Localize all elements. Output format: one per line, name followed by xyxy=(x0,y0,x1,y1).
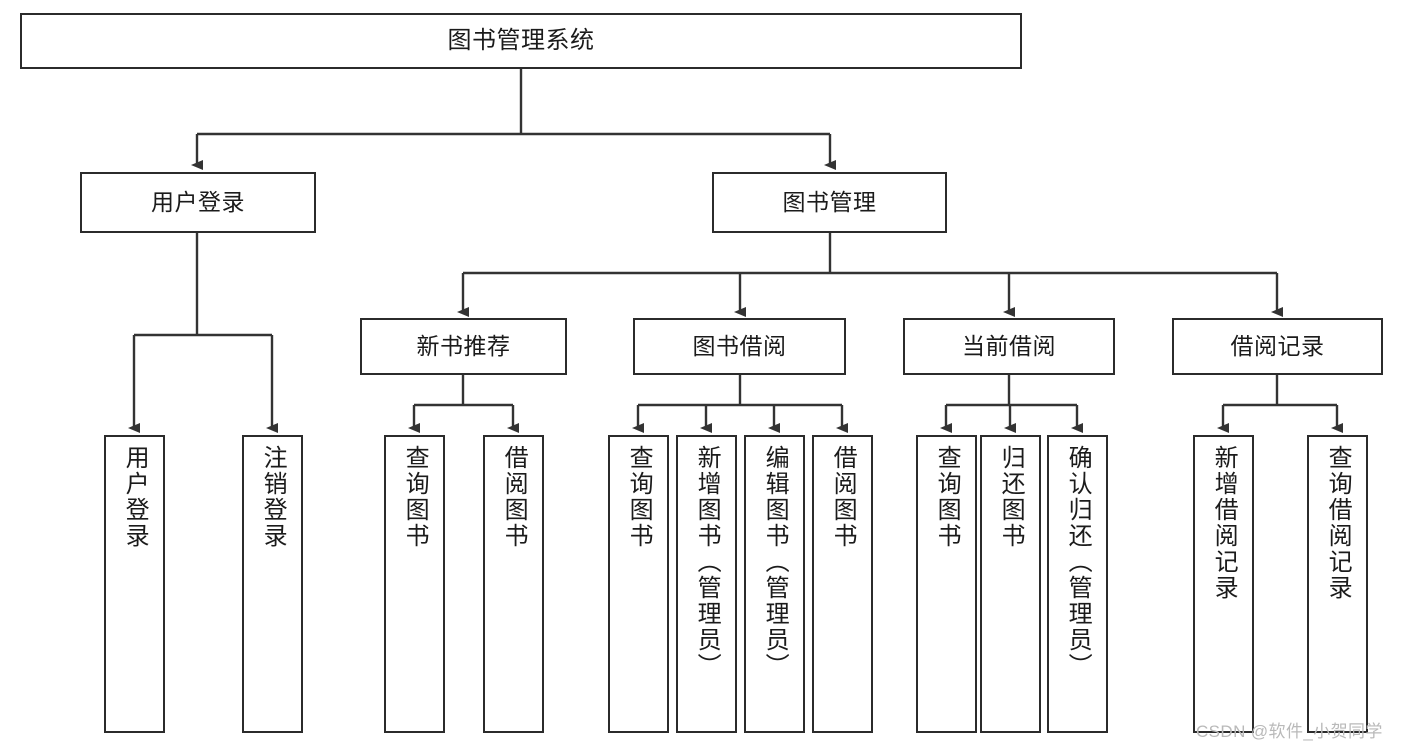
node-leaf-edit-book[interactable]: 编辑图书（管理员） xyxy=(744,435,805,733)
node-leaf-user-login-label: 用户登录 xyxy=(121,445,149,549)
node-leaf-query-record[interactable]: 查询借阅记录 xyxy=(1307,435,1368,733)
node-leaf-query-book-1[interactable]: 查询图书 xyxy=(384,435,445,733)
node-new-book-recommend[interactable]: 新书推荐 xyxy=(360,318,567,375)
node-leaf-query-book-3[interactable]: 查询图书 xyxy=(916,435,977,733)
node-leaf-borrow-book-2-label: 借阅图书 xyxy=(829,445,857,549)
node-leaf-confirm-return-label: 确认归还（管理员） xyxy=(1064,445,1092,679)
node-leaf-logout-login[interactable]: 注销登录 xyxy=(242,435,303,733)
node-current-borrow-label: 当前借阅 xyxy=(962,332,1056,359)
node-book-management-label: 图书管理 xyxy=(782,188,877,215)
node-leaf-query-book-2-label: 查询图书 xyxy=(625,445,653,549)
node-leaf-query-record-label: 查询借阅记录 xyxy=(1324,445,1352,601)
node-leaf-edit-book-label: 编辑图书（管理员） xyxy=(761,445,789,679)
node-leaf-logout-login-label: 注销登录 xyxy=(259,445,287,549)
node-leaf-query-book-1-label: 查询图书 xyxy=(401,445,429,549)
node-root[interactable]: 图书管理系统 xyxy=(20,13,1022,69)
node-root-label: 图书管理系统 xyxy=(447,26,595,54)
node-leaf-borrow-book-1-label: 借阅图书 xyxy=(500,445,528,549)
node-borrow-record-label: 借阅记录 xyxy=(1230,332,1325,359)
node-leaf-query-book-2[interactable]: 查询图书 xyxy=(608,435,669,733)
node-book-borrow[interactable]: 图书借阅 xyxy=(633,318,846,375)
node-user-login[interactable]: 用户登录 xyxy=(80,172,316,233)
node-leaf-add-book[interactable]: 新增图书（管理员） xyxy=(676,435,737,733)
node-leaf-user-login[interactable]: 用户登录 xyxy=(104,435,165,733)
node-leaf-return-book[interactable]: 归还图书 xyxy=(980,435,1041,733)
node-leaf-query-book-3-label: 查询图书 xyxy=(933,445,961,549)
node-leaf-add-record[interactable]: 新增借阅记录 xyxy=(1193,435,1254,733)
node-new-book-recommend-label: 新书推荐 xyxy=(416,332,511,359)
node-leaf-add-book-label: 新增图书（管理员） xyxy=(693,445,721,679)
csdn-watermark: CSDN @软件_小贺同学 xyxy=(1196,722,1383,741)
node-book-borrow-label: 图书借阅 xyxy=(692,332,787,359)
node-user-login-label: 用户登录 xyxy=(151,188,245,215)
node-current-borrow[interactable]: 当前借阅 xyxy=(903,318,1115,375)
node-book-management[interactable]: 图书管理 xyxy=(712,172,947,233)
node-leaf-borrow-book-1[interactable]: 借阅图书 xyxy=(483,435,544,733)
node-borrow-record[interactable]: 借阅记录 xyxy=(1172,318,1383,375)
node-leaf-return-book-label: 归还图书 xyxy=(997,445,1025,549)
node-leaf-borrow-book-2[interactable]: 借阅图书 xyxy=(812,435,873,733)
node-leaf-add-record-label: 新增借阅记录 xyxy=(1210,445,1238,601)
node-leaf-confirm-return[interactable]: 确认归还（管理员） xyxy=(1047,435,1108,733)
